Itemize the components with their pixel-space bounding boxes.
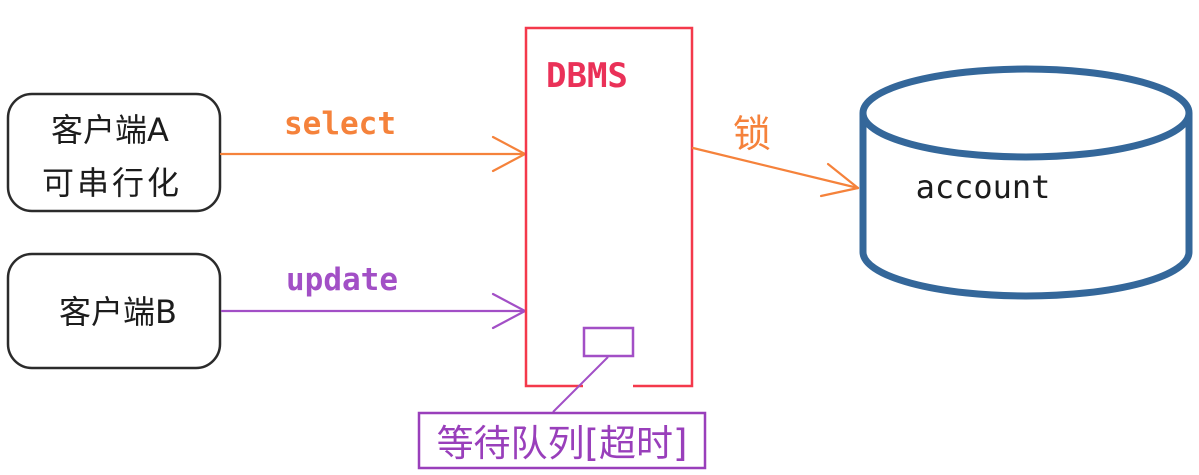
select-arrowhead-icon <box>491 135 527 173</box>
client-b-node: 客户端B <box>6 252 222 370</box>
account-db-label: account <box>916 168 1051 206</box>
wait-queue-connector <box>552 356 609 413</box>
client-a-box <box>6 92 222 213</box>
update-arrowhead-icon <box>491 292 527 330</box>
client-a-label-line2: 可串行化 <box>42 164 182 202</box>
lock-arrow-line <box>691 146 860 190</box>
database-cylinder-body <box>859 113 1193 300</box>
lock-arrowhead-icon <box>819 162 860 198</box>
lock-edge-label: 锁 <box>733 112 771 156</box>
wait-queue-box <box>417 411 707 470</box>
update-edge-label: update <box>286 262 398 298</box>
dbms-box <box>524 26 694 388</box>
select-edge-label: select <box>284 106 396 142</box>
update-arrow <box>220 292 527 330</box>
lock-arrow <box>691 146 860 198</box>
wait-queue-slot <box>582 326 635 358</box>
database-cylinder-top <box>859 65 1193 161</box>
account-db-node: account <box>859 65 1193 300</box>
client-a-label-line1: 客户端A <box>51 111 169 149</box>
select-arrow <box>219 135 527 173</box>
client-b-label: 客户端B <box>59 293 177 331</box>
dbms-label: DBMS <box>546 56 628 96</box>
client-b-box <box>6 252 222 370</box>
wait-queue-label: 等待队列[超时] <box>437 422 688 465</box>
client-a-node: 客户端A 可串行化 <box>6 92 222 213</box>
dbms-node: DBMS <box>524 26 694 388</box>
wait-queue-callout: 等待队列[超时] <box>417 411 707 470</box>
